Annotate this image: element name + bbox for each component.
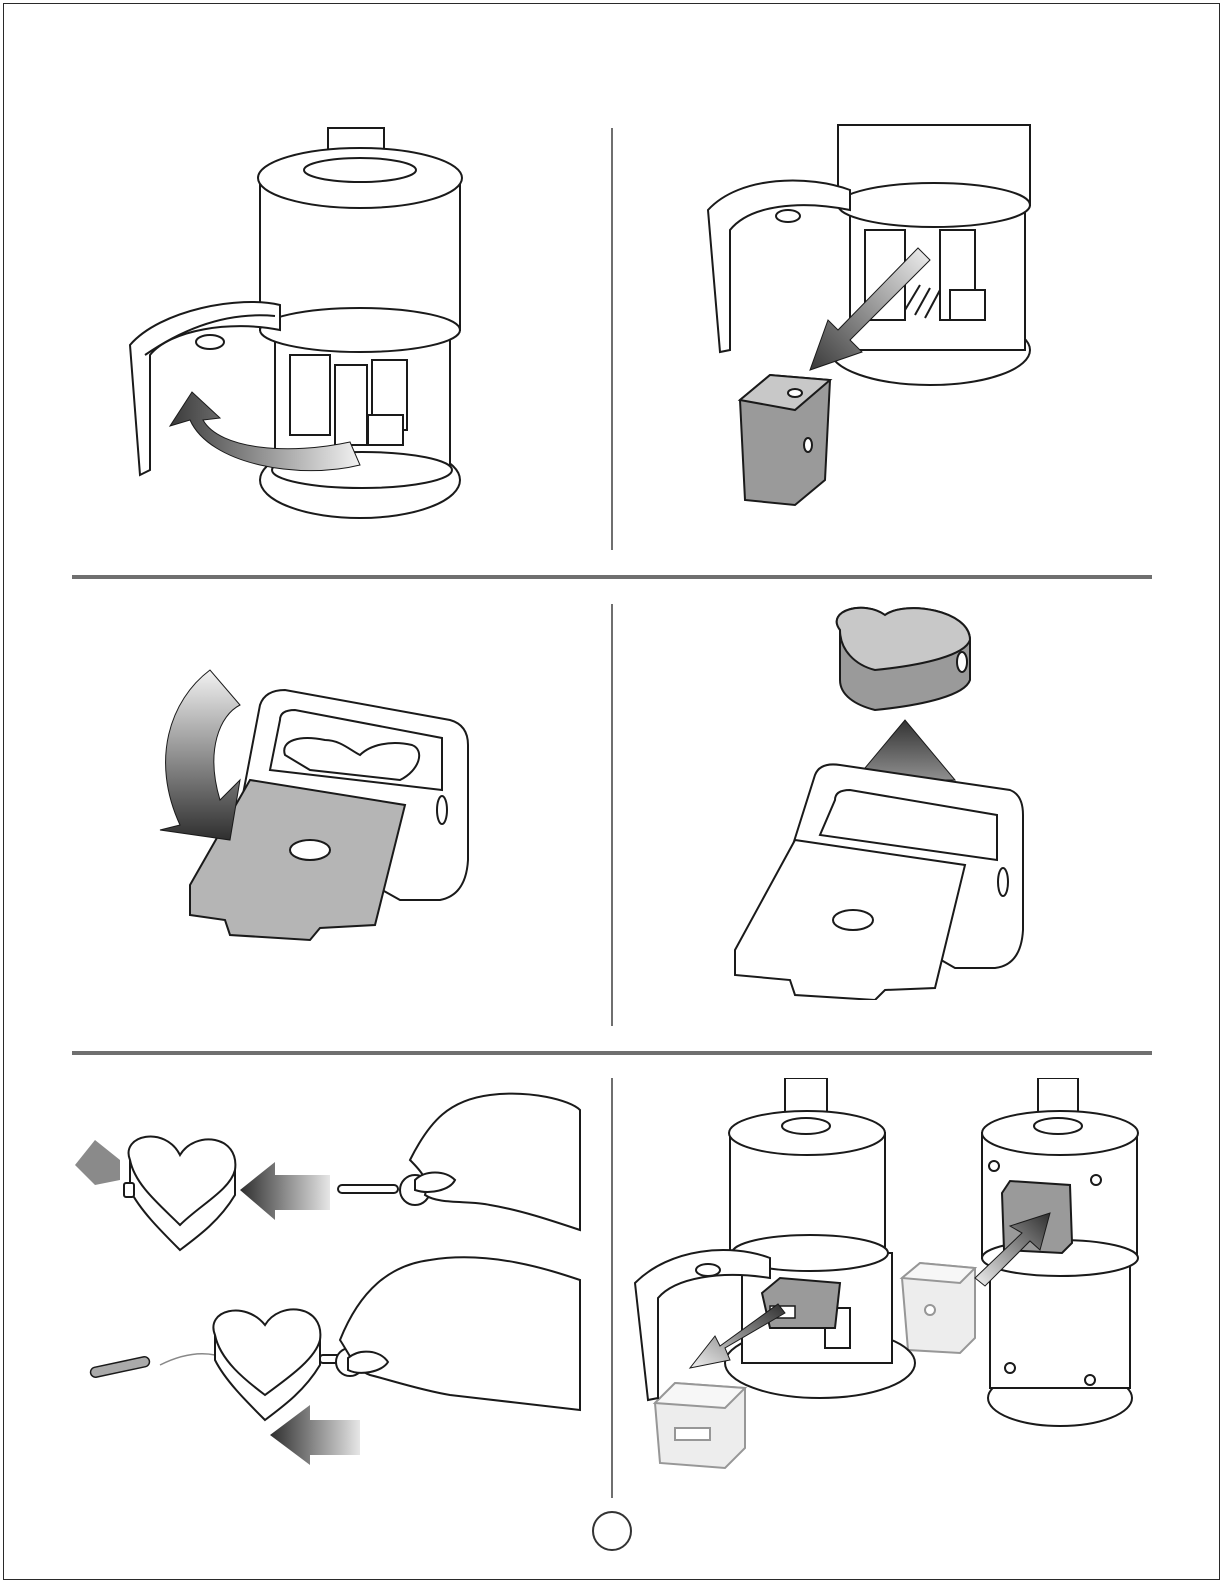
step-3-illustration bbox=[150, 660, 490, 950]
column-divider-3 bbox=[611, 1078, 613, 1498]
step-2-illustration bbox=[690, 120, 1070, 520]
heart-icon bbox=[213, 1309, 320, 1420]
row-divider-2 bbox=[72, 1051, 1152, 1055]
step-6-panel bbox=[630, 1078, 1150, 1488]
step-1-panel bbox=[100, 120, 560, 540]
step-5-illustration bbox=[70, 1080, 590, 1480]
step-4-panel bbox=[725, 600, 1045, 1000]
step-5-panel bbox=[70, 1080, 590, 1480]
hand-icon bbox=[340, 1257, 580, 1410]
heart-soap bbox=[837, 608, 970, 710]
page-number bbox=[592, 1511, 632, 1551]
step-3-panel bbox=[150, 660, 490, 950]
pin-icon bbox=[90, 1356, 151, 1378]
curved-arrow-icon bbox=[160, 670, 240, 840]
column-divider-2 bbox=[611, 604, 613, 1026]
step-6-illustration bbox=[630, 1078, 1150, 1488]
pin-icon bbox=[75, 1140, 120, 1185]
step-2-panel bbox=[690, 120, 1070, 520]
heart-icon bbox=[124, 1136, 235, 1250]
step-4-illustration bbox=[725, 600, 1045, 1000]
row-divider-1 bbox=[72, 575, 1152, 579]
step-1-illustration bbox=[100, 120, 560, 540]
column-divider-1 bbox=[611, 128, 613, 550]
hand-icon bbox=[410, 1094, 580, 1230]
straight-arrow-icon bbox=[240, 1162, 330, 1220]
straight-arrow-icon bbox=[270, 1405, 360, 1465]
cartridge-block bbox=[740, 375, 830, 505]
